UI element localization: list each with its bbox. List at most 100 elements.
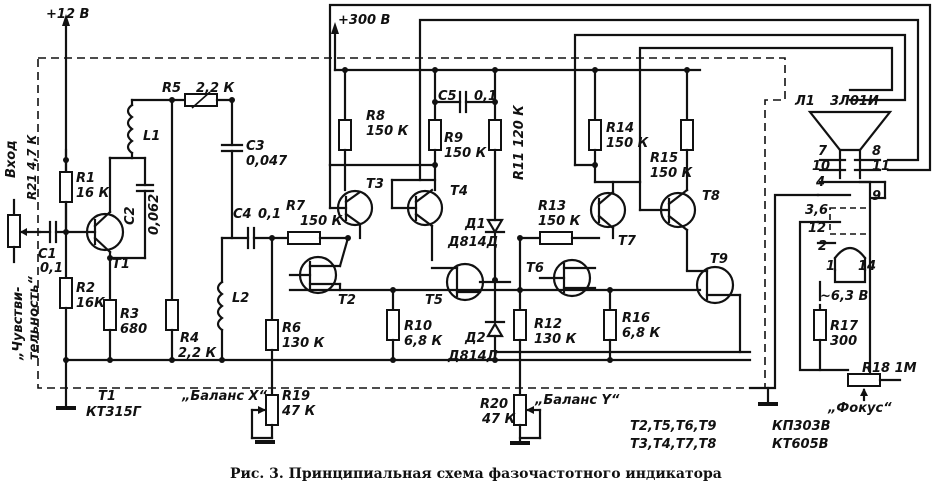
t2-fet: T2 bbox=[288, 236, 356, 308]
r17-label: R17 bbox=[830, 319, 859, 334]
r15-value: 150 К bbox=[650, 166, 694, 181]
crt-tube: Л1 3Л01И 7 10 4 8 11 9 3,6 12 2 1 14 bbox=[794, 94, 893, 274]
t4-transistor: T4 bbox=[390, 178, 468, 262]
r18-label: R18 1М bbox=[862, 361, 917, 376]
r14-value: 150 К bbox=[606, 136, 650, 151]
r11-resistor: R11 120 К bbox=[488, 68, 527, 222]
r1-resistor: R1 16 К bbox=[59, 148, 111, 234]
c1-value: 0,1 bbox=[40, 261, 63, 276]
t9-fet: T9 bbox=[685, 252, 742, 354]
deflection-wiring bbox=[328, 3, 932, 184]
junction-dots bbox=[63, 67, 690, 363]
r7-value: 150 К bbox=[300, 214, 344, 229]
pin-1: 1 bbox=[826, 259, 835, 274]
c1-label: C1 bbox=[38, 247, 57, 262]
r19-label: R19 bbox=[282, 389, 310, 404]
pin-3-6: 3,6 bbox=[805, 203, 828, 218]
c2-capacitor: C2 0,062 bbox=[108, 156, 162, 260]
r9-label: R9 bbox=[444, 131, 463, 146]
r3-value: 680 bbox=[120, 322, 147, 337]
pin-11: 11 bbox=[872, 159, 890, 174]
pin-7: 7 bbox=[818, 144, 828, 159]
t5-fet: T5 bbox=[425, 262, 512, 308]
sensitivity-label-1: „Чувстви- bbox=[11, 286, 26, 361]
crt-wiring bbox=[748, 180, 872, 390]
r11-label: R11 120 К bbox=[512, 104, 527, 180]
heater-label: ~6,3 В bbox=[820, 289, 868, 304]
t6-fet: T6 bbox=[526, 258, 597, 298]
legend-fet-list: T2,T5,T6,T9 bbox=[630, 419, 716, 434]
c2-value: 0,062 bbox=[147, 194, 162, 235]
pin-14: 14 bbox=[858, 259, 876, 274]
r6-value: 130 К bbox=[282, 336, 326, 351]
pin-2: 2 bbox=[818, 239, 827, 254]
r1-label: R1 bbox=[76, 171, 95, 186]
r12-resistor: R12 130 К bbox=[513, 236, 578, 397]
r14-label: R14 bbox=[606, 121, 634, 136]
transistor-legend: T1 КТ315Г T2,T5,T6,T9 КП303В T3,T4,T7,T8… bbox=[86, 389, 831, 452]
r12-label: R12 bbox=[534, 317, 562, 332]
pin-10: 10 bbox=[812, 159, 830, 174]
r9-resistor: R9 150 К bbox=[328, 119, 488, 192]
l2-inductor: L2 bbox=[216, 236, 249, 362]
r10-label: R10 bbox=[404, 319, 432, 334]
t4-label: T4 bbox=[450, 184, 468, 199]
r5-resistor: R5 2,2 К bbox=[130, 81, 236, 109]
d1-zener: Д1 Д814Д bbox=[447, 217, 506, 324]
c5-value: 0,1 bbox=[474, 89, 497, 104]
legend-bjt-type: КТ605В bbox=[772, 437, 829, 452]
t3-label: T3 bbox=[366, 177, 384, 192]
figure-caption: Рис. 3. Принципиальная схема фазочастотн… bbox=[230, 466, 722, 482]
l1-label: L1 bbox=[143, 129, 160, 144]
l2-label: L2 bbox=[232, 291, 249, 306]
c4-value: 0,1 bbox=[258, 207, 281, 222]
d1-value: Д814Д bbox=[447, 235, 498, 250]
r21-label: R21 4,7 К bbox=[25, 133, 39, 200]
legend-t1: T1 bbox=[98, 389, 116, 404]
pin-8: 8 bbox=[872, 144, 881, 159]
r21-potentiometer bbox=[7, 198, 42, 264]
legend-fet-type: КП303В bbox=[772, 419, 831, 434]
shield-outline bbox=[37, 57, 786, 389]
t6-label: T6 bbox=[526, 261, 544, 276]
supply-300v-label: +300 В bbox=[338, 13, 391, 28]
balance-x-label: „Баланс X“ bbox=[181, 389, 268, 404]
r13-value: 150 К bbox=[538, 214, 582, 229]
t7-transistor: T7 bbox=[589, 163, 642, 249]
tube-label: Л1 bbox=[794, 94, 815, 109]
r17-value: 300 bbox=[830, 334, 857, 349]
r5-value: 2,2 К bbox=[196, 81, 236, 96]
t2-label: T2 bbox=[338, 293, 356, 308]
r1-value: 16 К bbox=[76, 186, 111, 201]
r20-label: R20 bbox=[480, 397, 508, 412]
r19-value: 47 К bbox=[281, 404, 317, 419]
r8-resistor: R8 150 К bbox=[338, 109, 410, 192]
c5-capacitor: C5 0,1 bbox=[433, 89, 497, 114]
t8-transistor: T8 bbox=[638, 180, 720, 272]
pin-9: 9 bbox=[872, 189, 881, 204]
d1-label: Д1 bbox=[464, 217, 486, 232]
r18-potentiometer: R18 1М „Фокус“ bbox=[827, 361, 917, 416]
supply-12v-label: +12 В bbox=[46, 7, 90, 22]
c3-capacitor: C3 0,047 bbox=[220, 98, 288, 240]
l1-inductor: L1 bbox=[108, 98, 160, 160]
r3-resistor: R3 680 bbox=[103, 299, 147, 362]
r7-resistor: R7 150 К bbox=[286, 199, 350, 245]
sensitivity-label-2: тельность“ bbox=[27, 276, 42, 360]
r16-resistor: R16 6,8 К bbox=[603, 288, 662, 362]
r3-label: R3 bbox=[120, 307, 139, 322]
pin-4: 4 bbox=[815, 175, 825, 190]
r7-label: R7 bbox=[286, 199, 306, 214]
supply-300v: +300 В bbox=[331, 13, 702, 122]
input-label: Вход bbox=[4, 140, 19, 178]
r20-value: 47 К bbox=[481, 412, 517, 427]
r2-label: R2 bbox=[76, 281, 95, 296]
c4-capacitor: C4 0,1 bbox=[220, 207, 290, 250]
c2-label: C2 bbox=[123, 206, 138, 225]
r19-potentiometer: R19 47 К „Баланс X“ bbox=[181, 389, 317, 444]
r2-resistor: R2 16К bbox=[59, 230, 106, 362]
r9-value: 150 К bbox=[444, 146, 488, 161]
c3-value: 0,047 bbox=[246, 154, 288, 169]
d2-label: Д2 bbox=[464, 331, 486, 346]
